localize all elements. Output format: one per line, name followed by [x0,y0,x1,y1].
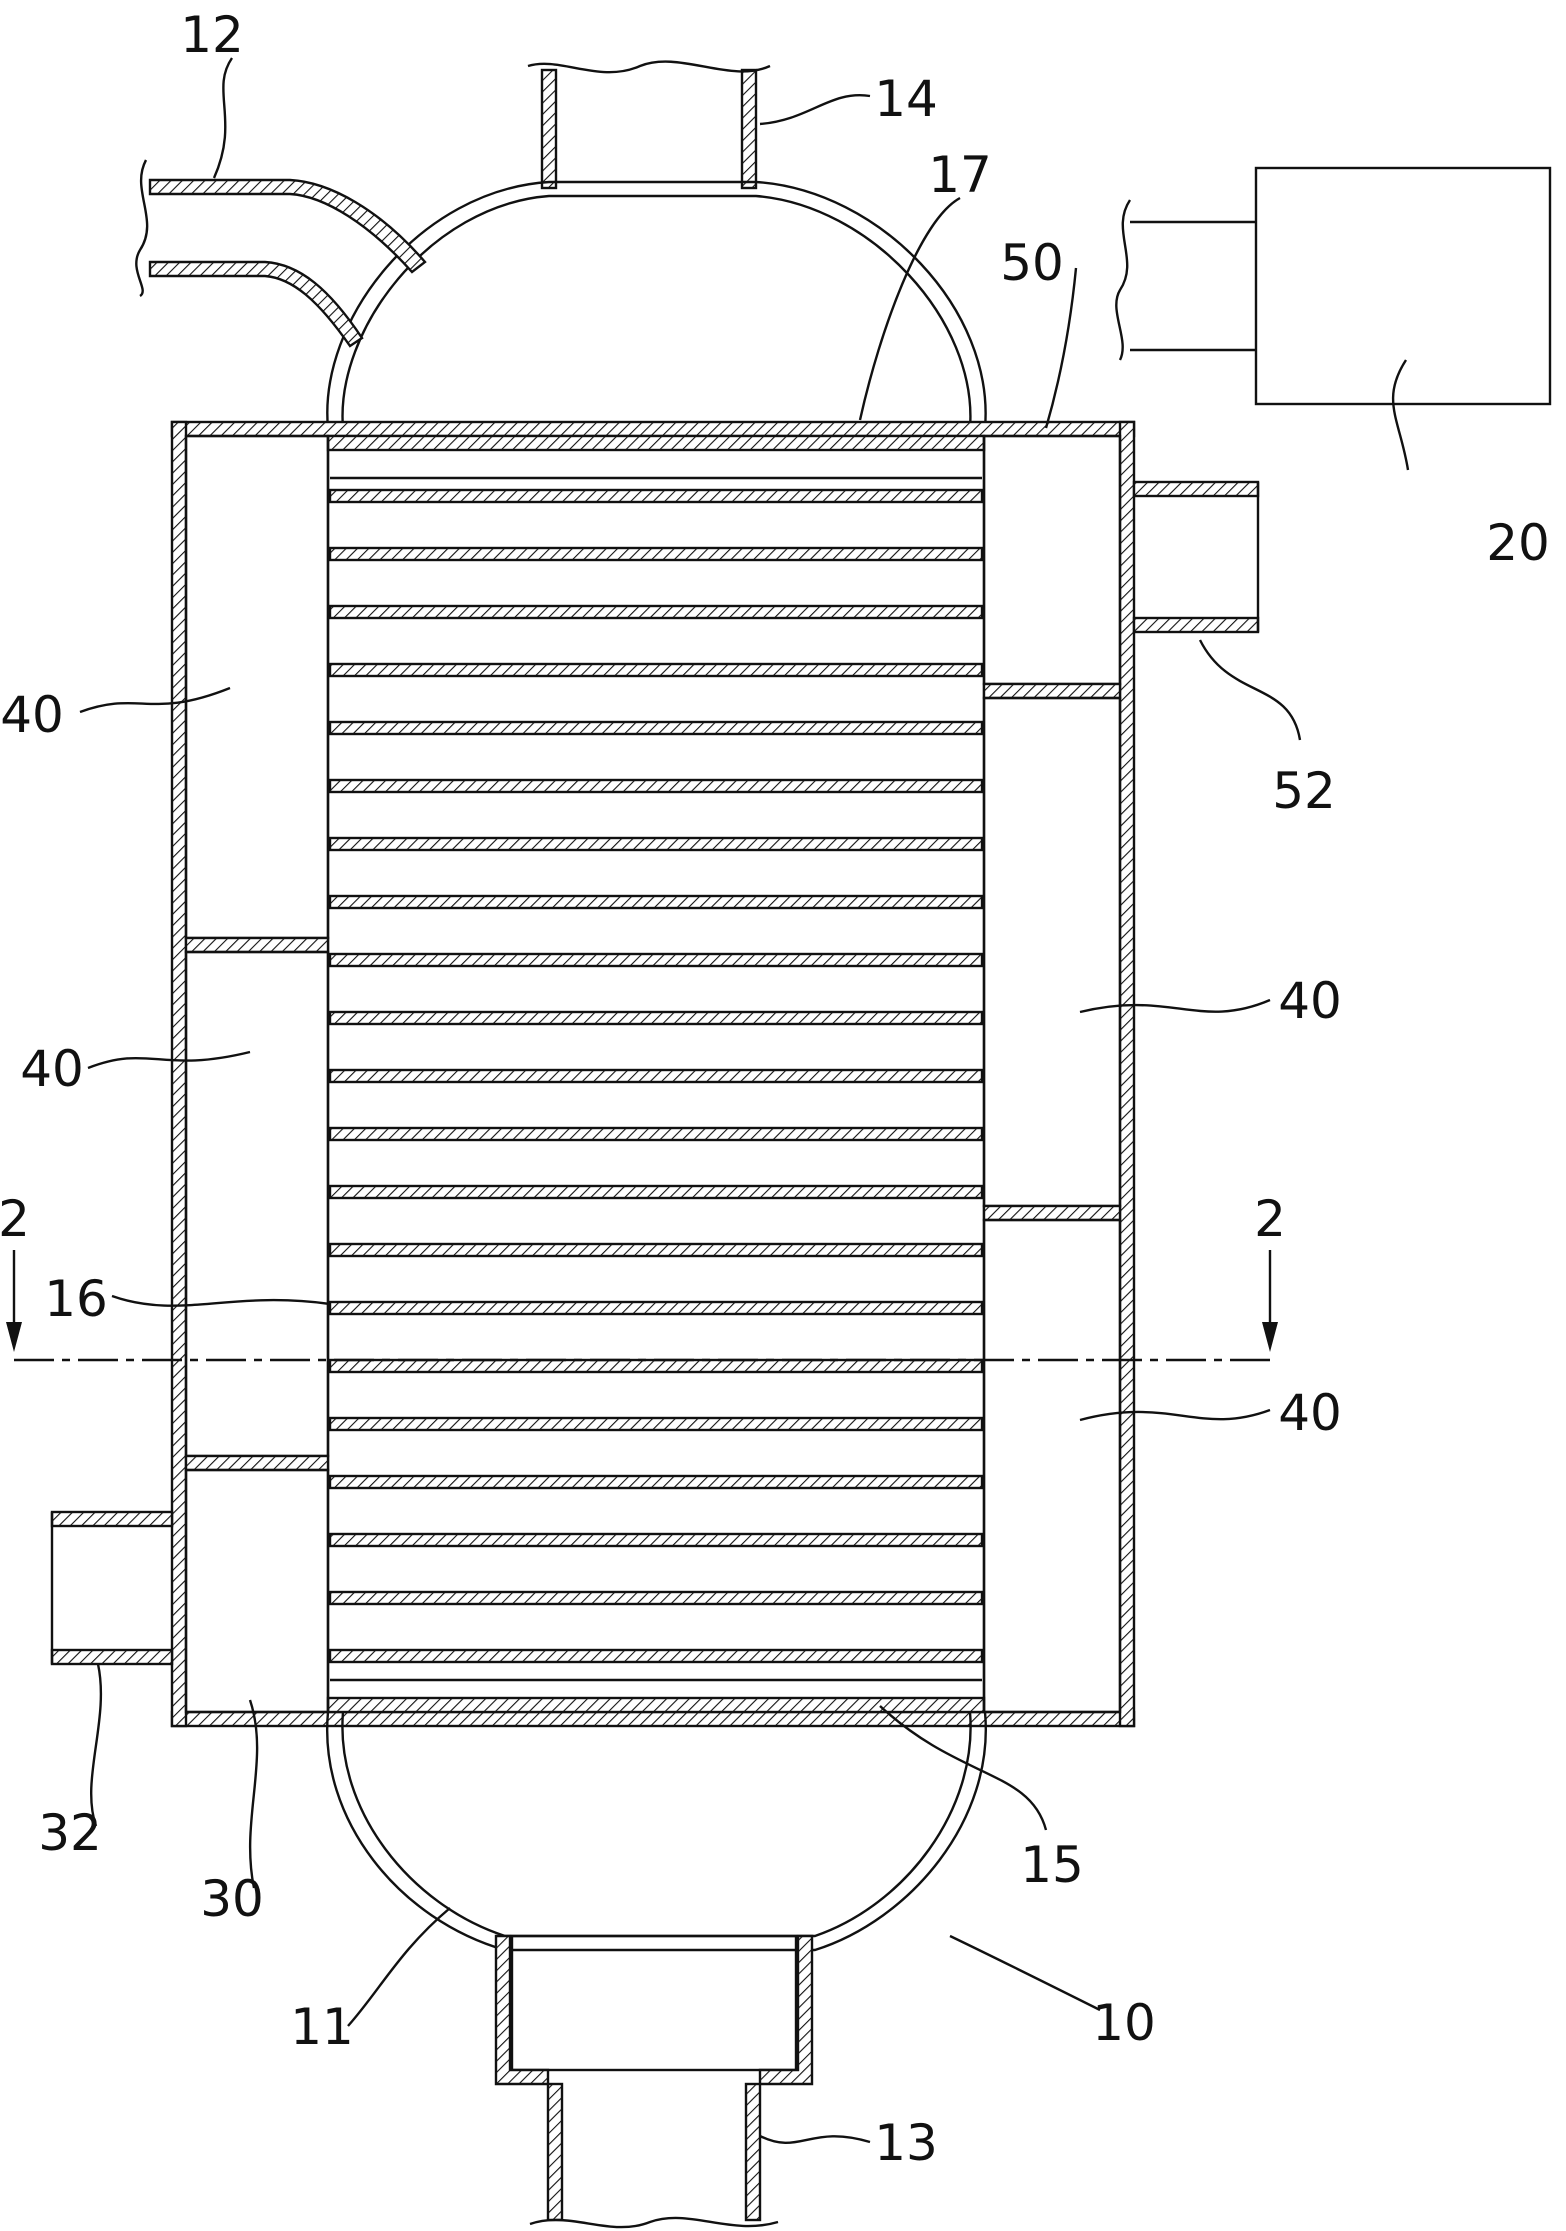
label-outlet-pipe-bottom: 13 [874,2114,938,2172]
label-upper-manifold: 50 [1000,234,1064,292]
label-tube-bundle: 16 [44,1270,108,1328]
top-dome [326,180,987,429]
top-dome-inner [341,194,972,429]
label-lower-manifold: 30 [200,1870,264,1928]
label-section-right: 2 [1254,1190,1286,1248]
label-bottom-tube-sheet: 15 [1020,1836,1084,1894]
top-tube-sheet [326,434,986,452]
label-chamber-left-middle: 40 [20,1040,84,1098]
leader-lines [79,57,1410,2145]
label-manifold-outlet: 52 [1272,762,1336,820]
lower-neck [494,1934,814,2086]
bottom-outlet-pipe [529,2082,779,2229]
manifold-inlet [50,1510,174,1666]
left-chambers [184,434,330,1714]
label-vessel: 10 [1092,1994,1156,2052]
label-chamber-right-upper: 40 [1278,972,1342,1030]
label-pump-unit: 20 [1486,514,1550,572]
label-chamber-left-upper: 40 [0,686,64,744]
label-inlet-pipe: 12 [180,6,244,64]
inlet-pipe [135,159,427,348]
pump-unit [1115,166,1552,406]
bottom-dome-inner [341,1711,972,1938]
label-manifold-inlet: 32 [38,1804,102,1862]
label-lower-neck: 11 [290,1998,354,2056]
label-top-tube-sheet: 17 [928,146,992,204]
section-arrow-right [1262,1322,1278,1352]
tube-bundle [328,476,984,1682]
right-chambers [982,434,1122,1714]
bottom-dome [325,1711,988,1952]
label-outlet-pipe-top: 14 [874,70,938,128]
label-chamber-right-lower: 40 [1278,1384,1342,1442]
top-outlet-pipe [527,60,771,190]
manifold-outlet [1132,480,1260,634]
section-line [6,1250,1278,1362]
section-arrow-left [6,1322,22,1352]
label-section-left: 2 [0,1190,30,1248]
